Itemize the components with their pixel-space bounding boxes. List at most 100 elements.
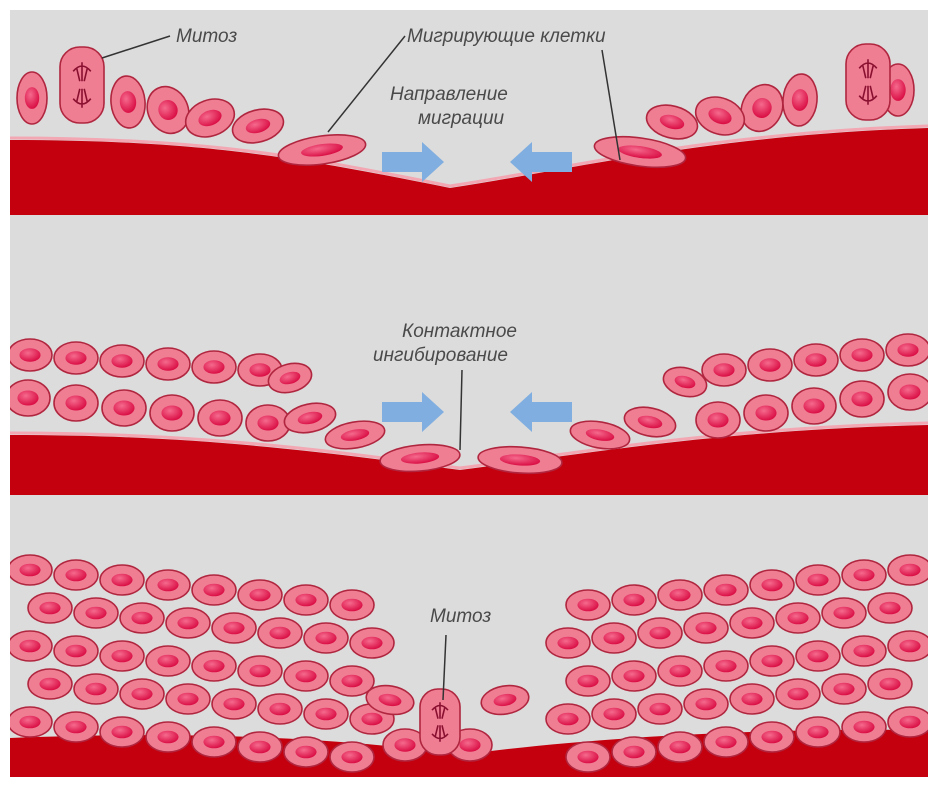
epithelial-cell [74, 674, 118, 704]
panel-3: Митоз [10, 555, 928, 777]
cell-nucleus [715, 736, 736, 749]
cell-nucleus [715, 584, 736, 597]
epithelial-cell [840, 381, 884, 417]
cell-nucleus [649, 627, 670, 640]
epithelial-cell [888, 555, 928, 585]
epithelial-cell [592, 699, 636, 729]
cell-nucleus [669, 665, 690, 678]
cell-nucleus [341, 675, 362, 688]
cell-nucleus [203, 360, 224, 373]
cell-nucleus [623, 594, 644, 607]
epithelial-cell [702, 354, 746, 386]
epithelial-cell [643, 100, 702, 144]
epithelial-cell [750, 646, 794, 676]
cell-nucleus [19, 640, 40, 653]
cell-nucleus [341, 599, 362, 612]
epithelial-cell [238, 580, 282, 610]
epithelial-cell [10, 380, 50, 416]
mitotic-cell [846, 44, 890, 120]
cell-nucleus [249, 665, 270, 678]
epithelial-cell [822, 674, 866, 704]
epithelial-cell [166, 684, 210, 714]
epithelial-cell [100, 717, 144, 747]
cell-nucleus [209, 410, 230, 425]
cell-nucleus [899, 564, 920, 577]
epithelial-cell [612, 661, 656, 691]
cell-nucleus [203, 660, 224, 673]
cell-nucleus [803, 398, 824, 413]
cell-nucleus [161, 405, 182, 420]
cell-nucleus [39, 678, 60, 691]
cell-nucleus [695, 698, 716, 711]
cell-nucleus [131, 612, 152, 625]
epithelial-cell [100, 641, 144, 671]
cell-nucleus [623, 670, 644, 683]
label-direction-line1: Направление [390, 84, 508, 105]
cell-nucleus [669, 589, 690, 602]
cell-nucleus [223, 622, 244, 635]
cell-nucleus [459, 738, 480, 751]
cell-nucleus [113, 400, 134, 415]
cell-nucleus [65, 645, 86, 658]
epithelial-cell [74, 598, 118, 628]
epithelial-cell [479, 682, 531, 718]
cell-nucleus [65, 721, 86, 734]
epithelial-cell [658, 656, 702, 686]
cell-nucleus [851, 391, 872, 406]
cell-nucleus [394, 738, 415, 751]
cell-nucleus [249, 589, 270, 602]
epithelial-cell [54, 636, 98, 666]
cell-nucleus [131, 688, 152, 701]
label-migrating-cells: Мигрирующие клетки [407, 26, 606, 47]
cell-nucleus [787, 612, 808, 625]
epithelial-cell [842, 560, 886, 590]
epithelial-cell [704, 651, 748, 681]
cell-nucleus [315, 708, 336, 721]
diagram-canvas: Митоз Мигрирующие клетки Направление миг… [10, 10, 928, 777]
epithelial-cell [704, 727, 748, 757]
epithelial-cell [684, 689, 728, 719]
epithelial-cell [109, 75, 147, 130]
epithelial-cell [796, 641, 840, 671]
cell-nucleus [19, 348, 40, 361]
epithelial-cell [17, 72, 47, 124]
epithelial-cell [10, 707, 52, 737]
panel-2: Контактное ингибирование [10, 321, 928, 495]
epithelial-cell [658, 580, 702, 610]
epithelial-cell [330, 590, 374, 620]
cell-nucleus [203, 736, 224, 749]
cell-nucleus [807, 574, 828, 587]
cell-nucleus [203, 584, 224, 597]
cell-nucleus [755, 405, 776, 420]
cell-nucleus [603, 632, 624, 645]
cell-nucleus [713, 363, 734, 376]
epithelial-cell [638, 618, 682, 648]
cell-nucleus [249, 363, 270, 376]
epithelial-cell [612, 585, 656, 615]
epithelial-cell [840, 339, 884, 371]
epithelial-cell [10, 555, 52, 585]
migration-arrow-right [382, 142, 444, 182]
cell-nucleus [853, 569, 874, 582]
label-mitosis-bottom: Митоз [430, 606, 491, 627]
cell-nucleus [695, 622, 716, 635]
epithelial-cell [28, 669, 72, 699]
epithelial-cell [684, 613, 728, 643]
epithelial-cell [734, 78, 791, 138]
epithelial-cell [750, 570, 794, 600]
cell-nucleus [899, 716, 920, 729]
epithelial-cell [612, 737, 656, 767]
cell-nucleus [851, 348, 872, 361]
cell-nucleus [557, 713, 578, 726]
epithelial-cell [229, 104, 288, 148]
epithelial-cell [546, 628, 590, 658]
epithelial-cell [330, 742, 374, 772]
cell-nucleus [833, 607, 854, 620]
cell-nucleus [649, 703, 670, 716]
cell-nucleus [623, 746, 644, 759]
cell-nucleus [899, 640, 920, 653]
cell-nucleus [65, 351, 86, 364]
cell-nucleus [19, 564, 40, 577]
epithelial-cell [888, 707, 928, 737]
epithelial-cell [796, 717, 840, 747]
